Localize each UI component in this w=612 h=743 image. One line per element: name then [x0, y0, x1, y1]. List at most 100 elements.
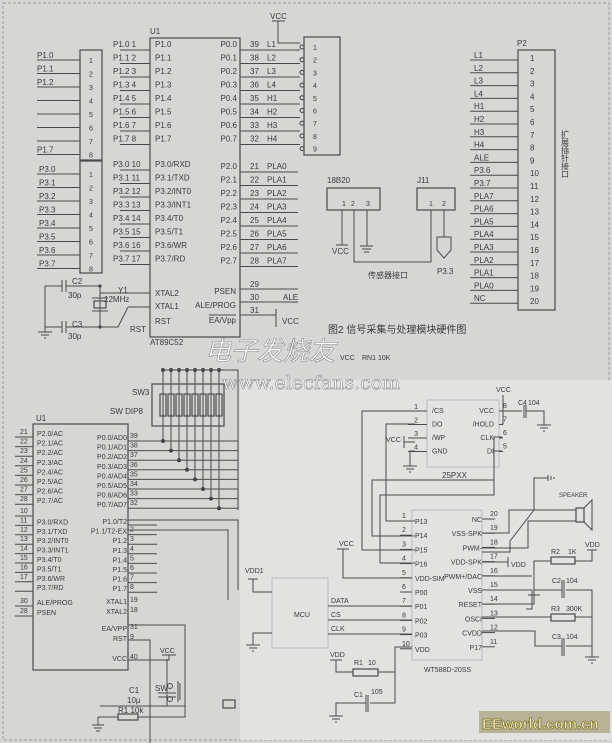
wt588d-pin-number: 1	[402, 513, 406, 520]
u1-left-pin-number: P1.3 4	[113, 81, 137, 90]
mcu-block	[271, 577, 329, 649]
connector-pin-circle	[299, 95, 305, 101]
u1b-left-pin-number: 28	[20, 496, 28, 503]
ds18b20-pin2: 2	[351, 201, 355, 208]
dip-switch-toggle	[199, 393, 207, 417]
junction-dot	[161, 439, 165, 443]
dip-vcc: VCC	[340, 355, 355, 362]
u1b-pin-name: XTAL2	[106, 609, 127, 616]
u1-left-pin-number: P3.4 14	[113, 214, 141, 223]
watermark-cn: 电子发烧友	[205, 337, 338, 367]
flash-pin-name: DI	[487, 449, 494, 456]
p3-header-net: P3.6	[39, 246, 56, 255]
flash-pin-name: DO	[432, 422, 443, 429]
wt588d-pin-name: P13	[415, 519, 428, 526]
r2-vdd: VDD	[585, 542, 600, 549]
junction-dot	[217, 506, 221, 511]
c4-label: C4	[518, 400, 527, 407]
dip-switch	[151, 383, 225, 427]
data-net: DATA	[331, 598, 349, 605]
u1-right-pin-net: PLA6	[267, 243, 287, 252]
u1-right-pin-number: 24	[250, 203, 259, 212]
p2-pin-number: 18	[530, 272, 539, 281]
flash-pin-number: 6	[503, 430, 507, 437]
u1-right-pin-number: 33	[250, 121, 259, 130]
wp-vcc: VCC	[386, 437, 401, 444]
u1b-pin-number: 18	[130, 607, 138, 614]
wt588d-pin-number: 17	[490, 554, 498, 561]
dip-switch-toggle	[175, 393, 183, 417]
p3-header-pin: 6	[89, 240, 93, 247]
u1b-right-pin-number: 36	[130, 462, 138, 469]
p2-pin-number: 15	[530, 233, 539, 242]
rn1-label: RN1 10K	[362, 355, 391, 362]
p3-header-pin: 8	[89, 267, 93, 274]
u1-right-pin-name: P2.7	[221, 257, 238, 266]
wt588d-pin-number: 7	[402, 598, 406, 605]
u1b-pin-name: ALE/PROG	[37, 600, 73, 607]
flash-pin-number: 5	[503, 444, 507, 451]
flash-pin-name: GND	[432, 449, 448, 456]
u1b-right-pin-number: 39	[130, 433, 138, 440]
connector-pin-number: 1	[313, 45, 317, 52]
u1-right-pin-name: P0.3	[221, 81, 238, 90]
bottom-right-panel	[240, 380, 612, 740]
wt588d-pin-number: 3	[402, 541, 406, 548]
p2-net-label: H4	[474, 141, 485, 150]
u1b-left-pin-number: 25	[20, 467, 28, 474]
u1-left-pin-name: P1.6	[155, 121, 172, 130]
j11	[416, 187, 456, 211]
connector-pin-circle	[299, 57, 305, 63]
wt588d-pin-number: 14	[490, 596, 498, 603]
u1b-chip	[32, 423, 129, 671]
u1-right-pin-net: PLA1	[267, 176, 287, 185]
u1b-left-pin-number: 22	[20, 439, 28, 446]
u1b-right-pin-name: P1.2	[113, 538, 128, 545]
p2-net-label: PLA5	[474, 217, 494, 226]
wt588d-pin-name: P00	[415, 590, 428, 597]
wt588d-pin-name: PWM+/DAC	[444, 574, 482, 581]
p1-header-pin: 4	[89, 99, 93, 106]
connector-pin-circle	[299, 82, 305, 88]
u1-right-pin-number: 35	[250, 94, 259, 103]
u1-left-pin-number: P3.1 11	[113, 174, 141, 183]
u1b-left-pin-name: P2.7/AC	[37, 498, 63, 505]
u1b-right-pin-name: P1.5	[113, 567, 128, 574]
u1-right-pin-name: P2.4	[221, 216, 238, 225]
crystal-frequency: 12MHz	[104, 295, 129, 304]
c2-label: C2	[72, 277, 83, 286]
u1-left-pin-name: P1.1	[155, 54, 172, 63]
sw-dip-label: SW DIP8	[110, 407, 143, 416]
psen-label: PSEN	[214, 287, 236, 296]
u1-right-pin-number: 28	[250, 257, 259, 266]
u1b-left-pin-name: P3.5/T1	[37, 566, 62, 573]
p2-pin-number: 3	[530, 80, 535, 89]
p2-pin-number: 16	[530, 246, 539, 255]
wt588d-pin-name: RESET	[459, 602, 483, 609]
p2-pin-number: 7	[530, 131, 535, 140]
connector-9pin	[303, 36, 341, 156]
pin-31: 31	[250, 306, 259, 315]
flash-pin-name: /CS	[432, 408, 444, 415]
u1b-left-pin-number: 24	[20, 458, 28, 465]
j11-net: P3.3	[437, 267, 454, 276]
xtal2-label: XTAL2	[155, 289, 179, 298]
u1b-pin-number: 9	[130, 634, 134, 641]
p2-net-label: L2	[474, 64, 483, 73]
p2-pin-number: 9	[530, 156, 535, 165]
wt588d-pin-number: 5	[402, 570, 406, 577]
p3-header-pin: 1	[89, 172, 93, 179]
u1b-left-pin-name: P2.0/AC	[37, 431, 63, 438]
u1-right-pin-name: P2.6	[221, 243, 238, 252]
p1-header-net: P1.7	[37, 146, 54, 155]
p2-net-label: PLA1	[474, 269, 494, 278]
u1b-left-pin-name: P2.1/AC	[37, 441, 63, 448]
p2-net-label: P3.7	[474, 179, 491, 188]
u1b-right-pin-name: P0.3/AD3	[97, 464, 127, 471]
wt588d-pin-number: 18	[490, 539, 498, 546]
u1b-pin-number: 30	[20, 598, 28, 605]
p1-header-net: P1.0	[37, 51, 54, 60]
p1-header-pin: 1	[89, 58, 93, 65]
u1-left-pin-name: P3.1/TXD	[155, 174, 190, 183]
u1-left-pin-name: P1.7	[155, 135, 172, 144]
